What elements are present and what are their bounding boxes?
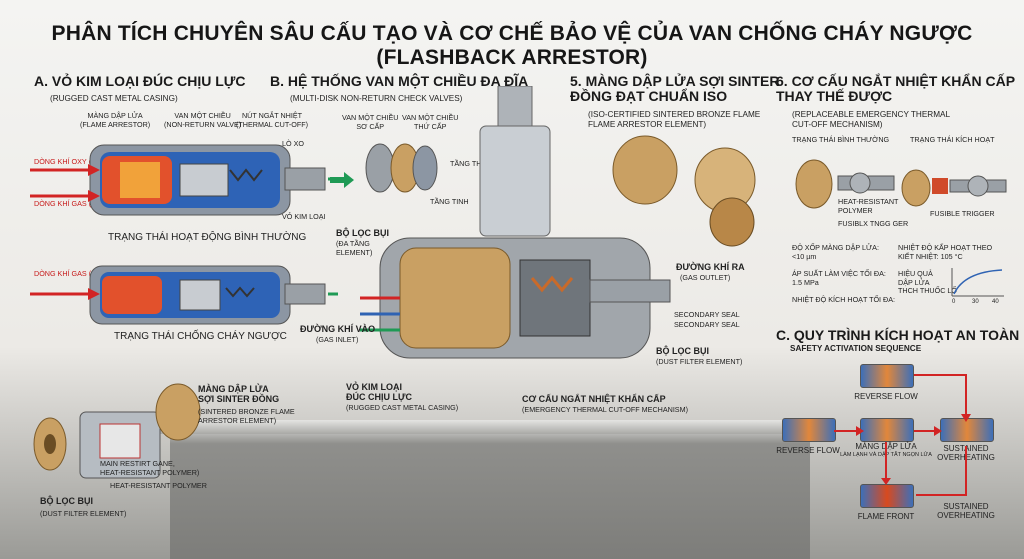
flow-box-reverse-top	[860, 364, 914, 388]
label-thermal-cutoff-center-sub: (EMERGENCY THERMAL CUT-OFF MECHANISM)	[522, 405, 688, 414]
efficiency-curve	[951, 268, 1004, 297]
flow-box-flame-front	[860, 484, 914, 508]
page-title: PHÂN TÍCH CHUYÊN SÂU CẤU TẠO VÀ CƠ CHẾ B…	[51, 22, 973, 69]
label-dust-filter-left-sub: (DUST FILTER ELEMENT)	[40, 509, 127, 518]
label-dust-filter-sub: (ĐA TẦNG ELEMENT)	[336, 239, 373, 257]
label-active-state: TRẠNG THÁI KÍCH HOẠT	[910, 135, 995, 144]
label-oxy-flow: DÒNG KHÍ OXY (O₂)	[34, 157, 102, 166]
label-primary-valve: VAN MỘT CHIỀU SƠ CẤP	[342, 113, 399, 131]
label-gas-inlet: ĐƯỜNG KHÍ VÀO	[300, 324, 376, 334]
normal-state-valve-diagram	[30, 144, 338, 216]
label-dust-filter-2: BỘ LỌC BỤI	[656, 346, 709, 356]
flashback-state-valve-diagram	[30, 265, 338, 325]
sintered-bronze-samples	[612, 135, 756, 247]
label-gas-inlet-sub: (GAS INLET)	[316, 335, 359, 344]
check-valve-disks	[365, 143, 438, 193]
label-gas-outlet: ĐƯỜNG KHÍ RA	[676, 262, 745, 272]
state-normal-caption: TRẠNG THÁI HOẠT ĐỘNG BÌNH THƯỜNG	[108, 232, 307, 243]
flow-box-sustained	[940, 418, 994, 442]
label-flame-arrestor: MÀNG DẬP LỬA (FLAME ARRESTOR)	[80, 111, 151, 129]
workbench-top	[150, 420, 830, 434]
flow-box-center	[860, 418, 914, 442]
label-dust-filter-2-sub: (DUST FILTER ELEMENT)	[656, 357, 743, 366]
label-heat-resistant-polymer: HEAT-RESISTANT POLYMER	[838, 197, 899, 215]
curve-tick-40: 40	[992, 299, 999, 305]
label-casing: VỎ KIM LOẠI	[282, 212, 326, 221]
label-non-return: VAN MỘT CHIỀU (NON-RETURN VALVE)	[164, 111, 242, 129]
label-fusible-trigger: FUSIBLE TRIGGER	[930, 209, 995, 218]
exploded-parts-illustration	[33, 383, 201, 479]
steel-fitting-illustration	[479, 86, 551, 237]
label-secondary-valve: VAN MỘT CHIỀU THỨ CẤP	[402, 113, 459, 131]
spec-pressure: ÁP SUẤT LÀM VIỆC TỐI ĐA: 1.5 MPa	[792, 269, 886, 287]
flow-label-flame-front: FLAME FRONT	[857, 512, 915, 521]
label-membrane-sub: (SINTERED BRONZE FLAME ARRESTOR ELEMENT)	[198, 407, 295, 425]
section-a-title: A. VỎ KIM LOẠI ĐÚC CHỊU LỰC	[34, 73, 246, 89]
label-thermal-cutoff-center: CƠ CẤU NGẮT NHIỆT KHẨN CẤP	[522, 394, 666, 404]
label-seal-2: SECONDARY SEAL	[674, 320, 740, 329]
section-c-subtitle: SAFETY ACTIVATION SEQUENCE	[790, 344, 922, 353]
label-normal-state: TRẠNG THÁI BÌNH THƯỜNG	[792, 135, 890, 144]
section-c-title: C. QUY TRÌNH KÍCH HOẠT AN TOÀN	[776, 327, 1020, 343]
label-fusible-tngg: FUSIBLX TNGG GER	[838, 219, 909, 228]
label-dust-filter: BỘ LỌC BỤI	[336, 228, 389, 238]
section-6-subtitle: (REPLACEABLE EMERGENCY THERMAL CUT-OFF M…	[792, 110, 951, 129]
label-center-casing-sub: (RUGGED CAST METAL CASING)	[346, 403, 459, 412]
section-6-title: 6. CƠ CẤU NGẮT NHIỆT KHẨN CẤP THAY THẾ Đ…	[776, 73, 1016, 104]
label-heat-polymer: HEAT-RESISTANT POLYMER	[110, 481, 207, 490]
label-coarse-stage: TẦNG THÔ	[450, 159, 488, 168]
section-5-title: 5. MÀNG DẬP LỬA SỢI SINTER ĐỒNG ĐẠT CHUẨ…	[570, 73, 780, 104]
label-gas-outlet-sub: (GAS OUTLET)	[680, 273, 731, 282]
label-spring: LÒ XO	[282, 139, 304, 148]
spec-max-temp: NHIỆT ĐỘ KÍCH HOẠT TỐI ĐA:	[792, 295, 896, 304]
flow-label-sustained-2: SUSTAINED OVERHEATING	[937, 502, 995, 520]
outlet-arrow-icon	[330, 172, 354, 188]
spec-porosity: ĐỘ XỐP MÀNG DẬP LỬA: <10 µm	[792, 243, 879, 261]
flow-label-reverse-left: REVERSE FLOW	[776, 446, 840, 455]
flow-label-reverse-top: REVERSE FLOW	[854, 392, 918, 401]
label-main-polymer: MAIN RESTIRT GANE, HEAT-RESISTANT POLYME…	[100, 459, 200, 477]
label-seal-1: SECONDARY SEAL	[674, 310, 740, 319]
section-5-subtitle: (ISO-CERTIFIED SINTERED BRONZE FLAME FLA…	[588, 110, 761, 129]
curve-tick-0: 0	[952, 299, 956, 305]
label-thermal-cutoff: NÚT NGẮT NHIỆT (THERMAL CUT-OFF)	[236, 111, 309, 129]
flow-box-reverse-left	[782, 418, 836, 442]
label-fuel-flow: DÒNG KHÍ GAS (C₂H₂)	[34, 199, 110, 208]
label-dust-filter-left: BỘ LỌC BỤI	[40, 496, 93, 506]
section-a-subtitle: (RUGGED CAST METAL CASING)	[50, 94, 178, 103]
label-center-casing: VỎ KIM LOẠI ĐÚC CHỊU LỰC	[346, 382, 412, 402]
thermal-cutoff-states	[795, 159, 1007, 209]
central-arrestor-cutaway	[360, 237, 671, 359]
label-membrane: MÀNG DẬP LỬA SỢI SINTER ĐỒNG	[198, 384, 280, 404]
spec-trigger-temp: NHIỆT ĐỘ KẤP HOẠT THEO KIẾT NHIỆT: 105 °…	[898, 243, 993, 261]
section-b-subtitle: (MULTI-DISK NON-RETURN CHECK VALVES)	[290, 94, 463, 103]
section-b-title: B. HỆ THỐNG VAN MỘT CHIỀU ĐA ĐĨA	[270, 73, 529, 89]
workbench	[170, 428, 810, 559]
flow-arrows	[834, 374, 971, 496]
label-fuel-flow-2: DÒNG KHÍ GAS (C₂H₂)	[34, 269, 110, 278]
state-flashback-caption: TRẠNG THÁI CHỐNG CHÁY NGƯỢC	[114, 331, 287, 342]
label-fine-stage: TẦNG TINH	[430, 197, 469, 206]
curve-tick-30: 30	[972, 299, 979, 305]
